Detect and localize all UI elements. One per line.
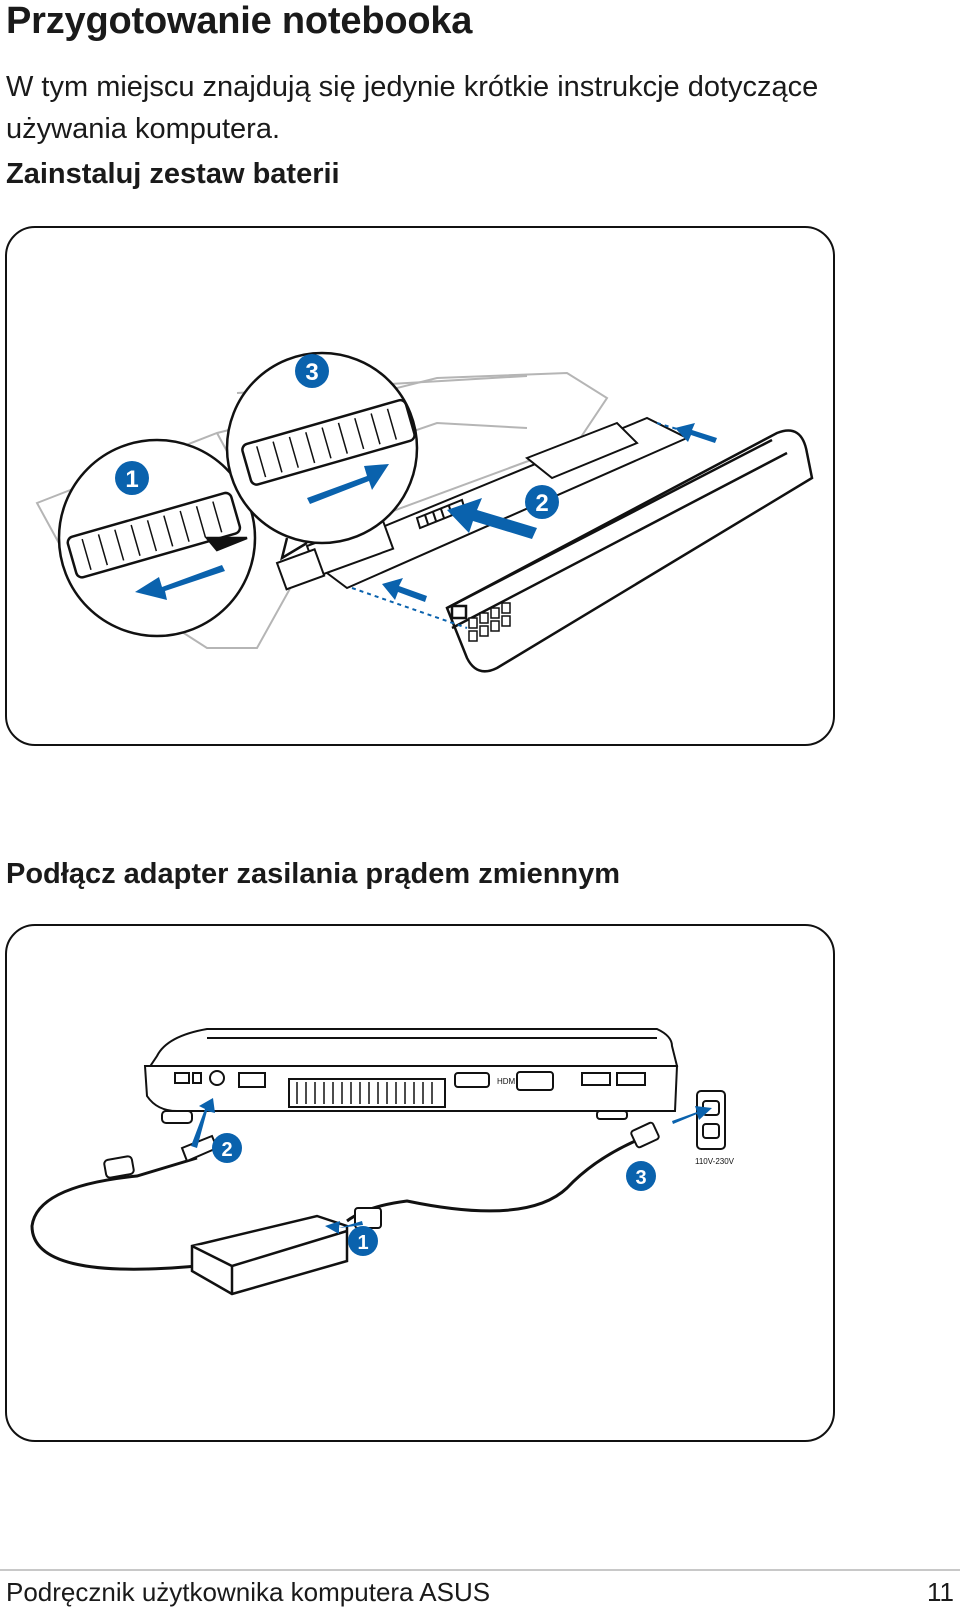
battery-bay (275, 416, 690, 591)
latch-unlock-zoom (57, 438, 257, 638)
ferrite-core (103, 1155, 135, 1179)
left-arrow (135, 565, 225, 600)
battery-pack (445, 429, 814, 673)
latch-lock-zoom (225, 351, 419, 561)
step-1-badge (348, 1226, 378, 1256)
step-3-label: 3 (635, 1167, 646, 1189)
direction-arrow (191, 1098, 712, 1234)
ac-adapter-illustration: HDMI 110V-230V (5, 924, 835, 1442)
power-cable (30, 1134, 648, 1271)
step-2-badge (525, 485, 559, 519)
step-3-label: 3 (305, 359, 318, 386)
footer-text: Podręcznik użytkownika komputera ASUS (6, 1577, 491, 1607)
laptop-side-view (143, 1028, 679, 1124)
power-adapter-brick (190, 1214, 349, 1296)
step-2-label: 2 (535, 490, 548, 517)
ac-plug (354, 1121, 660, 1229)
voltage-label: 110V-230V (695, 1157, 735, 1166)
hdmi-port-label: HDMI (497, 1077, 517, 1086)
intro-paragraph: W tym miejscu znajdują się jedynie krótk… (6, 71, 819, 145)
wall-outlet (696, 1090, 726, 1150)
dc-plug (180, 1134, 219, 1163)
step-1-label: 1 (357, 1232, 368, 1254)
right-arrow (307, 464, 389, 504)
step-3-badge (295, 354, 329, 388)
page-title: Przygotowanie notebooka (6, 0, 473, 42)
step-1-badge (115, 461, 149, 495)
footer-divider (0, 1569, 960, 1571)
battery-install-illustration: 1 3 2 (5, 226, 835, 746)
step-3-badge (626, 1161, 656, 1191)
direction-arrow (382, 423, 717, 602)
section-heading-adapter: Podłącz adapter zasilania prądem zmienny… (6, 858, 621, 890)
step-2-label: 2 (221, 1139, 232, 1161)
page-number: 11 (927, 1577, 954, 1607)
step-1-label: 1 (125, 466, 138, 493)
step-2-badge (212, 1133, 242, 1163)
section-heading-battery: Zainstaluj zestaw baterii (6, 158, 340, 190)
